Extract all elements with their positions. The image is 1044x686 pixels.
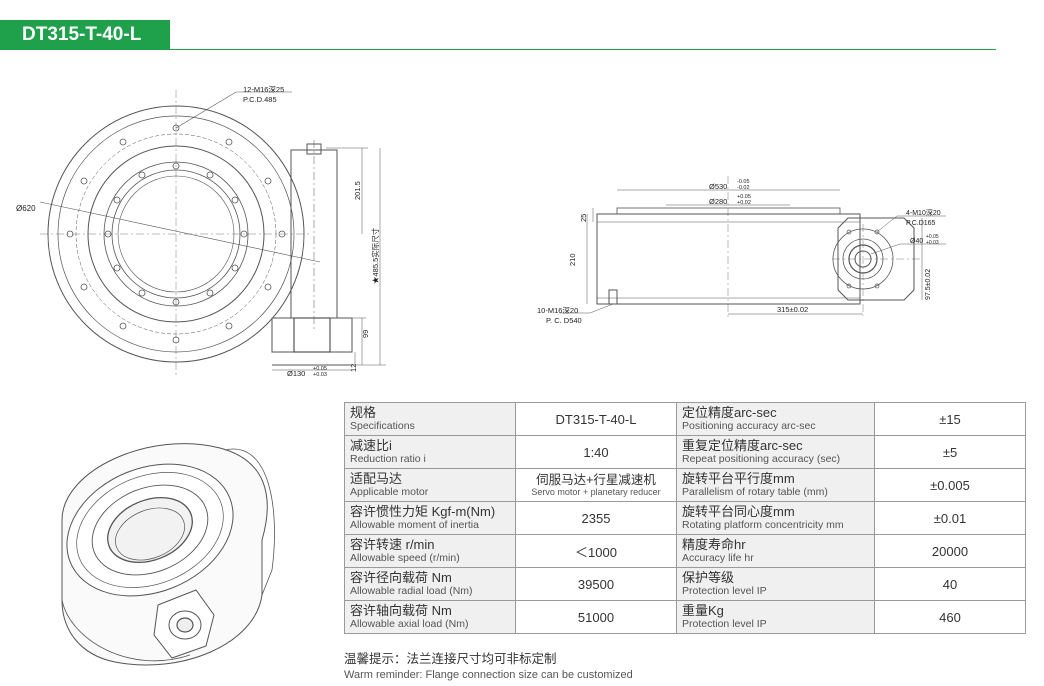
hole-leader xyxy=(175,91,292,129)
motor-mount xyxy=(271,317,353,353)
table-row: 容许惯性力矩 Kgf-m(Nm)Allowable moment of iner… xyxy=(344,501,1026,535)
spec-value-accuracy-life: 20000 xyxy=(874,534,1026,568)
inner-dia-label: Ø280 xyxy=(709,197,727,206)
flange-bore-label: Ø40 xyxy=(910,238,923,245)
reminder-note: 温馨提示：法兰连接尺寸均可非标定制 Warm reminder: Flange … xyxy=(344,652,633,682)
inner-tol-upper: +0.05 xyxy=(737,194,751,200)
reminder-zh: 温馨提示：法兰连接尺寸均可非标定制 xyxy=(344,652,557,666)
front-view xyxy=(39,90,386,378)
spec-value-protection-level: 40 xyxy=(874,567,1026,601)
reminder-en: Warm reminder: Flange connection size ca… xyxy=(344,669,633,681)
spec-value-radial-load: 39500 xyxy=(515,567,677,601)
side-view xyxy=(560,176,946,318)
spec-value-weight: 460 xyxy=(874,600,1026,634)
front-diameter-line xyxy=(39,201,321,263)
flange-holes-label: 4-M10深20 xyxy=(906,208,941,217)
pcd-label: P.C.D.485 xyxy=(243,95,277,104)
spec-value-moment-of-inertia: 2355 xyxy=(515,501,677,535)
top-ring xyxy=(76,472,224,588)
motor-flange xyxy=(837,217,915,301)
spec-value-repeat-accuracy: ±5 xyxy=(874,435,1026,469)
spec-value-specifications: DT315-T-40-L xyxy=(515,402,677,436)
h210-label: 210 xyxy=(568,253,577,266)
bottom-pcd-label: P. C. D540 xyxy=(546,316,582,325)
h25-label: 25 xyxy=(579,214,588,222)
technical-drawing: 12-M16深25 P.C.D.485 Ø620 201.5 ★485.5实际尺… xyxy=(16,85,946,378)
spec-value-concentricity: ±0.01 xyxy=(874,501,1026,535)
h99-label: 99 xyxy=(361,330,370,338)
h12-label: 12 xyxy=(349,364,358,372)
inner-bolt-holes xyxy=(104,162,248,306)
spec-value-parallelism: ±0.005 xyxy=(874,468,1026,502)
flange-height-label: 97.5±0.02 xyxy=(925,269,932,300)
inner-tol-lower: +0.02 xyxy=(737,200,751,206)
height-label: 201.5 xyxy=(353,181,362,200)
flange-bore-tol-upper: +0.05 xyxy=(926,234,939,240)
top-dia-label: Ø530 xyxy=(709,182,727,191)
table-face xyxy=(91,484,209,576)
base-tol-upper: +0.05 xyxy=(313,366,327,372)
product-title: DT315-T-40-L xyxy=(0,20,170,50)
top-tol-upper: -0.05 xyxy=(737,179,750,185)
bottom-plug xyxy=(608,289,618,305)
flange-bore-tol-lower: +0.03 xyxy=(926,240,939,246)
spec-value-positioning-accuracy: ±15 xyxy=(874,402,1026,436)
isometric-view xyxy=(61,443,275,666)
spec-value-reduction-ratio: 1:40 xyxy=(515,435,677,469)
top-table xyxy=(616,207,841,215)
flange-pcd-label: P.C.D165 xyxy=(906,220,936,227)
base-tol-lower: +0.03 xyxy=(313,372,327,378)
hole-label: 12-M16深25 xyxy=(243,85,284,94)
top-tol-lower: -0.02 xyxy=(737,185,750,191)
title-underline xyxy=(170,49,996,50)
center-bore xyxy=(107,497,193,563)
base-dia-label: Ø130 xyxy=(287,369,305,378)
bottom-hole-label: 10-M16深20 xyxy=(537,306,578,315)
center-distance-label: 315±0.02 xyxy=(777,305,808,314)
worm-housing-iso xyxy=(224,448,275,596)
housing-top-plug xyxy=(306,143,322,155)
spec-key-moment-of-inertia: 容许惯性力矩 Kgf-m(Nm)Allowable moment of iner… xyxy=(344,501,516,535)
flange-holes xyxy=(846,229,880,289)
spec-value-axial-load: 51000 xyxy=(515,600,677,634)
body-outline xyxy=(596,213,861,305)
dia-label: Ø620 xyxy=(16,204,36,213)
total-height-label: ★485.5实际尺寸 xyxy=(370,227,380,284)
spec-value-allowable-speed: ＜1000 xyxy=(515,534,677,568)
mount-coupling xyxy=(293,317,331,353)
outer-bolt-holes xyxy=(66,124,286,344)
bore-inner xyxy=(115,507,185,561)
